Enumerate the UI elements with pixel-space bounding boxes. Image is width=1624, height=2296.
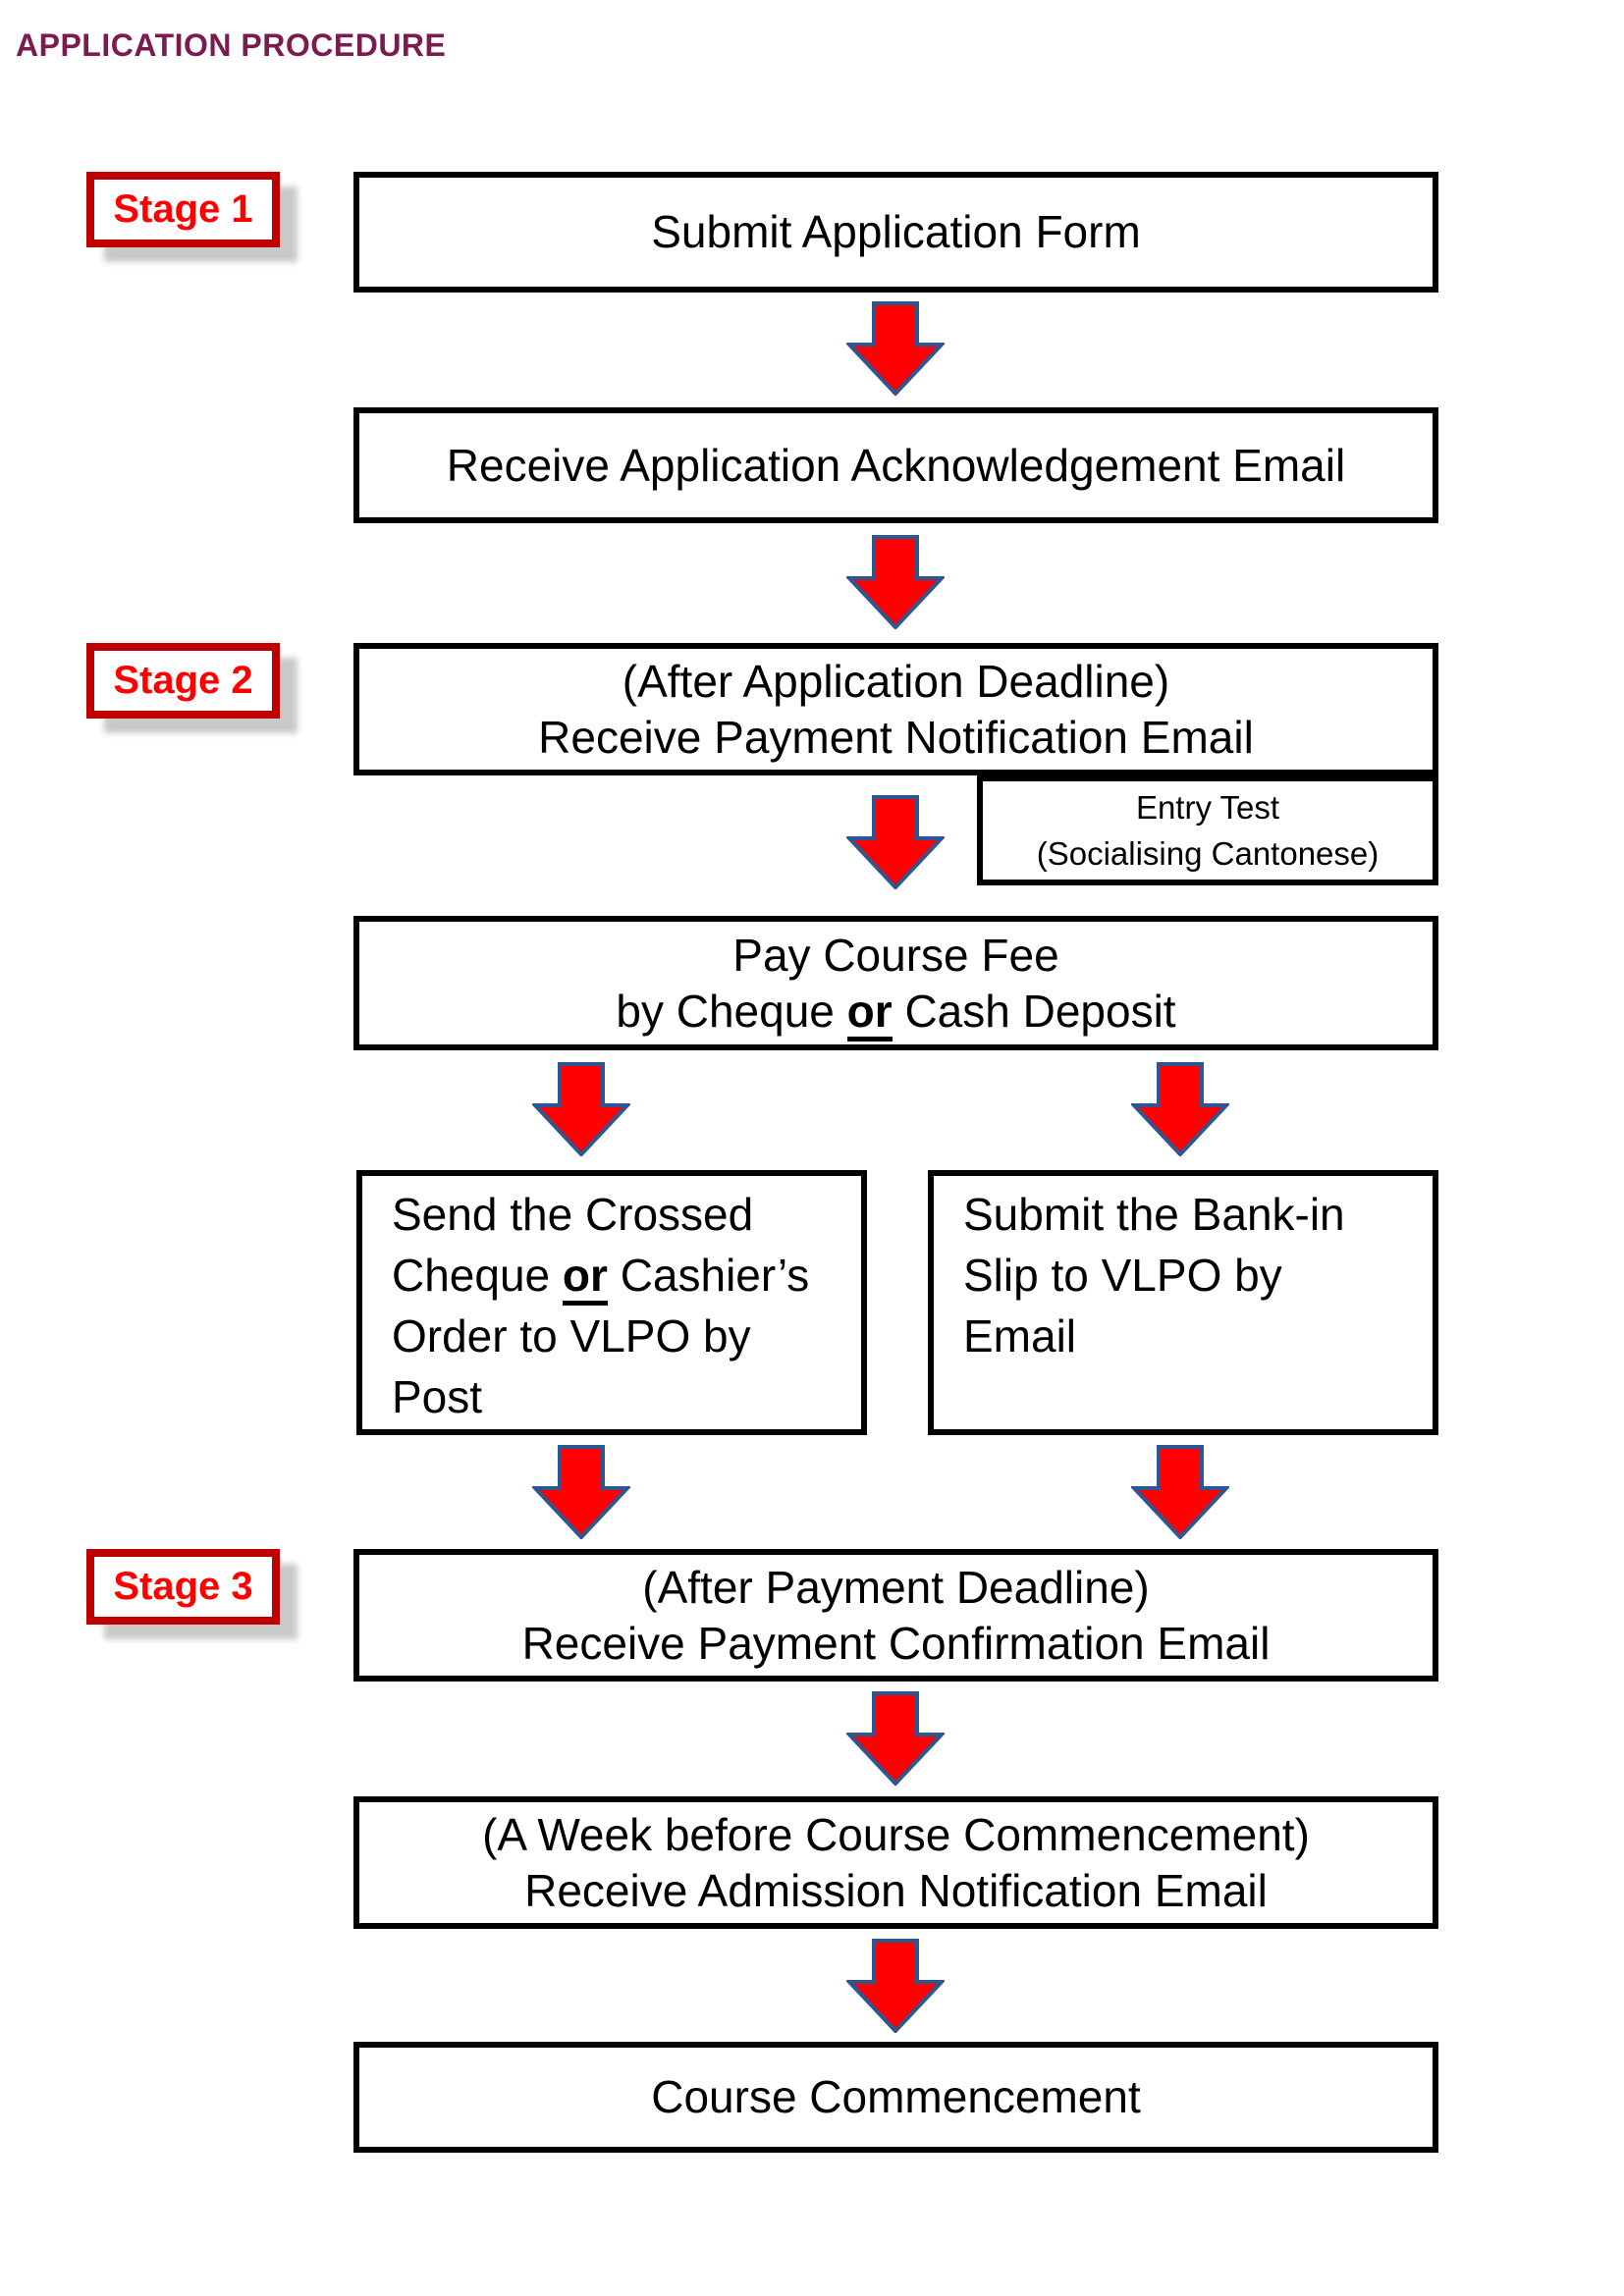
entry-test-box: Entry Test(Socialising Cantonese) (977, 775, 1438, 885)
down-arrow-icon (846, 1691, 945, 1786)
flow-box-admission-notification-email: (A Week before Course Commencement)Recei… (353, 1796, 1438, 1929)
page-title: APPLICATION PROCEDURE (16, 27, 447, 63)
flow-box-course-commencement: Course Commencement (353, 2042, 1438, 2153)
flow-box-submit-application-form: Submit Application Form (353, 172, 1438, 293)
stage-3-badge: Stage 3 (86, 1549, 280, 1625)
down-arrow-icon (846, 535, 945, 629)
down-arrow-icon (1131, 1062, 1229, 1156)
stage-1-badge: Stage 1 (86, 172, 280, 247)
flow-box-application-acknowledgement-email: Receive Application Acknowledgement Emai… (353, 407, 1438, 523)
down-arrow-icon (846, 301, 945, 396)
flow-box-payment-confirmation-email: (After Payment Deadline)Receive Payment … (353, 1549, 1438, 1682)
down-arrow-icon (1131, 1445, 1229, 1539)
stage-2-badge: Stage 2 (86, 643, 280, 719)
down-arrow-icon (532, 1062, 630, 1156)
down-arrow-icon (846, 1939, 945, 2033)
down-arrow-icon (532, 1445, 630, 1539)
down-arrow-icon (846, 795, 945, 889)
flow-box-payment-notification-email: (After Application Deadline)Receive Paym… (353, 643, 1438, 775)
